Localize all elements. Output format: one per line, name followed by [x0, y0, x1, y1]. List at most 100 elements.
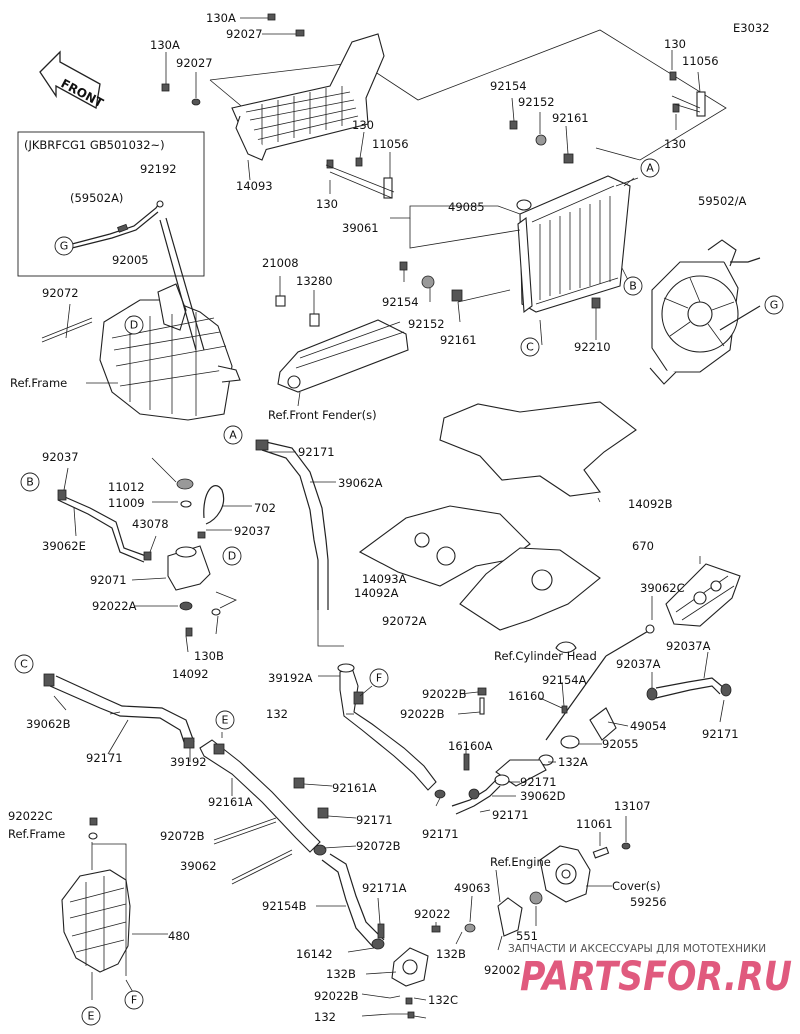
- engine-cover: [431, 842, 631, 937]
- cylinder-head: [665, 563, 741, 627]
- part-label: 92171: [520, 775, 557, 789]
- part-label: 39062: [180, 859, 217, 873]
- callout-a-top: A: [640, 158, 660, 178]
- part-label: 132B: [436, 947, 466, 961]
- part-label: 14093A: [362, 572, 407, 586]
- callout-a-hose: A: [223, 425, 243, 445]
- svg-text:D: D: [228, 550, 236, 563]
- part-label: Ref.Frame: [8, 827, 65, 841]
- part-label: 132: [314, 1010, 336, 1024]
- part-label: 92022B: [400, 707, 445, 721]
- part-label: 92022C: [8, 809, 53, 823]
- cooling-fan: [649, 239, 761, 385]
- part-label: 92154: [490, 79, 527, 93]
- diagram-code: E3032: [733, 21, 770, 35]
- part-label: 11056: [682, 54, 719, 68]
- callout-d-frame: D: [124, 315, 144, 335]
- part-label: 92071: [90, 573, 127, 587]
- watermark-brand: PARTSFOR.RU: [520, 954, 792, 1000]
- part-label: 92161: [440, 333, 477, 347]
- frame-bottom: [61, 817, 131, 973]
- applicability-note: (JKBRFCG1 GB501032~): [24, 138, 165, 152]
- front-fender: [275, 276, 409, 407]
- part-label: 14092B: [628, 497, 673, 511]
- part-label: 92161: [552, 111, 589, 125]
- part-label: 11056: [372, 137, 409, 151]
- part-label: 92037A: [666, 639, 711, 653]
- part-label: 92022B: [422, 687, 467, 701]
- part-label: 132: [266, 707, 288, 721]
- callout-f-pipe: F: [369, 668, 389, 688]
- part-label: 11061: [576, 817, 613, 831]
- part-label: 49054: [630, 719, 667, 733]
- part-label: 480: [168, 929, 190, 943]
- applicability-box: [17, 131, 205, 277]
- part-label: 92072B: [356, 839, 401, 853]
- part-label: 702: [254, 501, 276, 515]
- part-label: 130A: [150, 38, 180, 52]
- part-label: (59502A): [70, 191, 123, 205]
- part-label: 16142: [296, 947, 333, 961]
- svg-text:G: G: [60, 240, 69, 253]
- part-label: 92154: [382, 295, 419, 309]
- part-label: 49063: [454, 881, 491, 895]
- part-label: 92022A: [92, 599, 137, 613]
- part-label: 92171: [86, 751, 123, 765]
- part-label: 92171: [356, 813, 393, 827]
- part-label: 132B: [326, 967, 356, 981]
- callout-g-fan: G: [764, 295, 784, 315]
- pipe-39192a: [337, 663, 446, 799]
- part-label: 132A: [558, 755, 588, 769]
- part-label: 92037: [234, 524, 271, 538]
- part-label: 92022: [414, 907, 451, 921]
- svg-text:D: D: [130, 319, 138, 332]
- part-label: 92171: [492, 808, 529, 822]
- part-label: 39062E: [42, 539, 86, 553]
- part-label: 92154B: [262, 899, 307, 913]
- water-pump: [361, 923, 429, 1019]
- part-label: 59502/A: [698, 194, 746, 208]
- part-label: 130: [664, 37, 686, 51]
- svg-text:C: C: [526, 341, 534, 354]
- reservoir-tank: [167, 478, 225, 637]
- svg-text:C: C: [20, 658, 28, 671]
- part-label: 14092A: [354, 586, 399, 600]
- part-label: 92005: [112, 253, 149, 267]
- callout-g-box: G: [54, 236, 74, 256]
- part-label: 130B: [194, 649, 224, 663]
- part-label: 11009: [108, 496, 145, 510]
- part-label: 670: [632, 539, 654, 553]
- svg-text:E: E: [88, 1010, 95, 1023]
- callout-b-top: B: [623, 276, 643, 296]
- part-label: 16160A: [448, 739, 493, 753]
- part-label: 92210: [574, 340, 611, 354]
- part-label: 130A: [206, 11, 236, 25]
- part-label: 39062A: [338, 476, 383, 490]
- part-label: 13280: [296, 274, 333, 288]
- part-label: 39062D: [520, 789, 566, 803]
- part-label: Cover(s): [612, 879, 661, 893]
- part-label: 132C: [428, 993, 458, 1007]
- callout-c-top: C: [520, 337, 540, 357]
- part-label: 92161A: [332, 781, 377, 795]
- callout-f-frame: F: [124, 990, 144, 1010]
- svg-text:F: F: [376, 672, 382, 685]
- part-labels: 130A 92027 130A 92027 14093 130 11056 13…: [8, 11, 746, 1024]
- part-label: 21008: [262, 256, 299, 270]
- part-label: 92154A: [542, 673, 587, 687]
- part-label: 49085: [448, 200, 485, 214]
- watermark: ЗАПЧАСТИ И АКСЕССУАРЫ ДЛЯ МОТОТЕХНИКИ PA…: [508, 943, 792, 1000]
- part-label: 59256: [630, 895, 667, 909]
- part-label: 92055: [602, 737, 639, 751]
- part-label: 92192: [140, 162, 177, 176]
- part-label: Ref.Cylinder Head: [494, 649, 597, 663]
- frame-top: [99, 283, 241, 421]
- part-label: 14092: [172, 667, 209, 681]
- part-label: 92002: [484, 963, 521, 977]
- part-label: 92171: [298, 445, 335, 459]
- pipe-39192: [199, 739, 327, 856]
- radiator: [516, 175, 635, 314]
- part-label: 43078: [132, 517, 169, 531]
- part-label: 92152: [518, 95, 555, 109]
